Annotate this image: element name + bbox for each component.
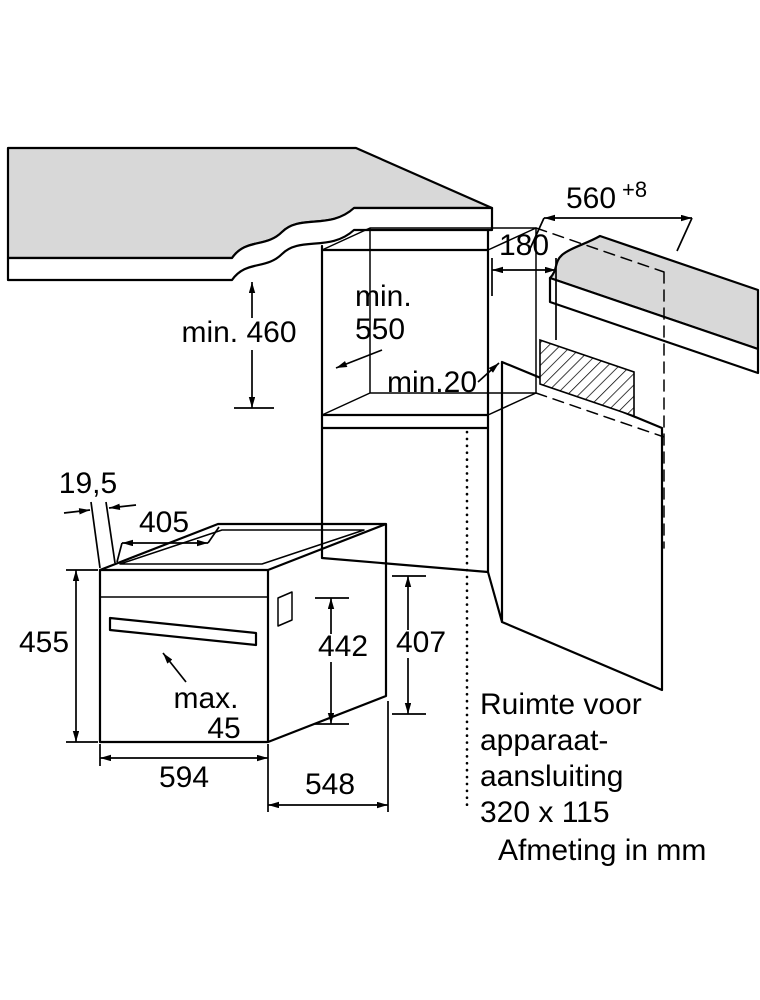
- left-worktop-surface: [6, 146, 494, 260]
- label-top-depth: 405: [139, 506, 189, 539]
- label-width: 594: [159, 761, 209, 794]
- dim-max45-arrow: [162, 652, 187, 683]
- label-min-height-bg: [168, 318, 310, 350]
- label-door-height-bg: [314, 634, 372, 662]
- dim-550-arrow: [335, 349, 383, 369]
- oven-view: 19,5 405 455 442 407: [19, 467, 450, 812]
- label-depth: 548: [305, 768, 355, 801]
- dim-niche-width-560: 560 +8: [528, 177, 693, 252]
- dim-body-height-407: 407: [392, 575, 450, 715]
- dim-455-extensions: [66, 569, 98, 743]
- label-min-depth-value: 550: [355, 313, 405, 346]
- connection-note-line3: aansluiting: [480, 760, 623, 793]
- units-note: Afmeting in mm: [498, 834, 706, 867]
- label-body-height: 407: [396, 626, 446, 659]
- dim-195-arrow-right: [108, 503, 137, 510]
- dim-min20-arrow: [477, 362, 500, 383]
- dim-560-extensions: [528, 217, 693, 252]
- label-front-overhang: 19,5: [59, 467, 117, 500]
- label-handle-max: max.: [173, 682, 238, 715]
- label-body-height-bg: [392, 630, 450, 658]
- connection-space-hatch: [539, 338, 635, 418]
- label-handle-max-value: 45: [207, 712, 240, 745]
- dim-min-20: min.20: [387, 362, 500, 399]
- cabinet-front-lines: [320, 228, 490, 574]
- label-height: 455: [19, 626, 69, 659]
- dim-overhang-19-5: 19,5: [59, 467, 137, 569]
- label-min-height: min. 460: [181, 316, 296, 349]
- dim-handle-max-45: max. 45: [162, 652, 241, 745]
- adjacent-cabinet-panel: [486, 360, 664, 692]
- dim-depth-548: 548: [267, 701, 389, 812]
- dim-width-594: 594: [99, 744, 269, 794]
- label-niche-width: 560: [566, 182, 616, 215]
- dim-height-455: 455: [19, 569, 98, 743]
- dim-405-extensions: [116, 526, 220, 563]
- label-min-depth-prefix: min.: [355, 280, 412, 313]
- dim-442-ticks: [315, 597, 349, 725]
- hidden-edges: [535, 227, 665, 549]
- connection-note-line2: apparaat-: [480, 724, 608, 757]
- right-worktop-front-edge: [548, 276, 760, 375]
- dim-180-extensions: [491, 258, 557, 340]
- oven-body: [98, 522, 388, 744]
- connection-note-line4: 320 x 115: [480, 796, 610, 829]
- dim-min-550: min. 550: [335, 280, 412, 369]
- oven-side-slot: [277, 591, 293, 627]
- dim-195-extensions: [90, 501, 116, 569]
- label-min-clearance: min.20: [387, 366, 477, 399]
- dim-407-ticks: [392, 575, 426, 715]
- oven-handle: [108, 616, 258, 647]
- connection-note: Ruimte voor apparaat- aansluiting 320 x …: [480, 688, 642, 829]
- label-niche-width-tolerance: +8: [622, 177, 647, 202]
- dim-195-arrow-left: [63, 508, 91, 515]
- connection-note-line1: Ruimte voor: [480, 688, 642, 721]
- label-connection-depth: 180: [499, 229, 549, 262]
- dim-top-depth-405: 405: [116, 506, 220, 563]
- niche-interior-lines: [321, 227, 537, 416]
- left-worktop-front-edge: [6, 206, 494, 282]
- dim-depth-180: 180: [491, 229, 557, 340]
- dim-door-height-442: 442: [314, 597, 372, 725]
- upper-installation-view: 560 +8 180 min. 550 min. 460 min.20: [6, 146, 760, 812]
- dim-min-460: min. 460: [168, 282, 310, 409]
- label-door-height: 442: [318, 630, 368, 663]
